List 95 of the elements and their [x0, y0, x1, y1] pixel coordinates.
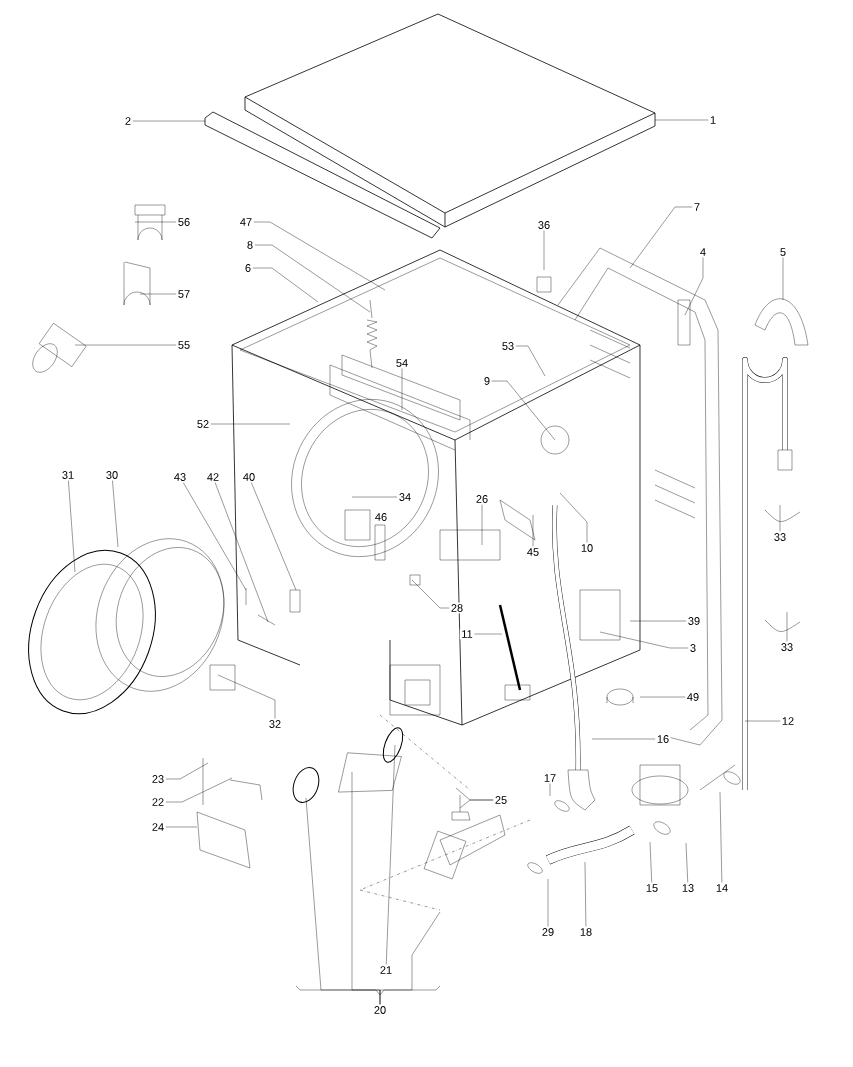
leader-line	[139, 293, 177, 295]
leader-line	[532, 514, 534, 547]
callout-number: 39	[686, 615, 702, 627]
callout-number: 23	[150, 773, 166, 785]
leader-line	[649, 841, 652, 883]
callout-number: 3	[688, 642, 698, 654]
leader-line	[547, 878, 549, 927]
callout-number: 55	[176, 339, 192, 351]
callout-number: 20	[372, 1004, 388, 1016]
leader-line	[744, 720, 781, 722]
leader-line	[165, 826, 198, 828]
leader-line	[629, 620, 687, 622]
callout-number: 36	[536, 219, 552, 231]
callout-number: 33	[772, 531, 788, 543]
leader-line	[134, 221, 177, 223]
leader-line	[254, 244, 371, 313]
leader-line	[411, 579, 450, 609]
callout-number: 5	[778, 246, 788, 258]
callout-number: 10	[579, 542, 595, 554]
leader-line	[559, 492, 588, 543]
callout-number: 30	[104, 469, 120, 481]
callout-number: 52	[195, 418, 211, 430]
leader-line	[74, 344, 177, 346]
leader-line	[786, 611, 788, 642]
leader-line	[165, 762, 209, 780]
leader-line	[543, 230, 545, 271]
leader-line	[251, 482, 297, 591]
leader-line	[217, 674, 276, 719]
callout-number: 47	[238, 216, 254, 228]
callout-number: 13	[680, 882, 696, 894]
callout-number: 32	[267, 718, 283, 730]
leader-line	[214, 482, 269, 623]
callout-number: 43	[172, 471, 188, 483]
leader-line	[685, 842, 688, 883]
leader-line	[481, 504, 483, 546]
callout-number: 16	[655, 733, 671, 745]
callout-number: 6	[243, 262, 253, 274]
callout-number: 8	[245, 239, 255, 251]
leader-line	[549, 783, 551, 797]
callout-number: 28	[449, 602, 465, 614]
callout-number: 54	[394, 357, 410, 369]
callout-number: 15	[644, 882, 660, 894]
leader-line	[779, 504, 781, 532]
callout-number: 21	[378, 964, 394, 976]
callout-number: 24	[150, 821, 166, 833]
leader-line	[719, 791, 723, 883]
callout-number: 12	[780, 715, 796, 727]
callout-number: 18	[578, 926, 594, 938]
leader-line	[253, 221, 386, 291]
callout-number: 42	[205, 471, 221, 483]
leader-line	[379, 911, 441, 1005]
callout-number: 53	[500, 340, 516, 352]
leader-line	[165, 777, 233, 803]
callout-number: 9	[482, 375, 492, 387]
callout-number: 7	[692, 201, 702, 213]
callout-number: 31	[60, 469, 76, 481]
callout-number: 22	[150, 796, 166, 808]
leader-line	[491, 380, 556, 441]
callout-number: 25	[493, 794, 509, 806]
leader-line	[591, 738, 656, 740]
leader-line	[654, 119, 709, 121]
leader-line	[599, 631, 689, 649]
callout-number: 29	[540, 926, 556, 938]
leader-line	[183, 482, 247, 591]
leader-line	[401, 368, 403, 411]
leader-line	[386, 744, 396, 965]
callout-number: 17	[542, 772, 558, 784]
callout-number: 26	[474, 493, 490, 505]
leader-line	[252, 267, 319, 303]
callout-number: 45	[525, 546, 541, 558]
callout-number: 34	[397, 491, 413, 503]
callout-number: 56	[176, 216, 192, 228]
leader-line	[684, 257, 704, 316]
leader-line	[112, 480, 119, 548]
callout-number: 2	[123, 115, 133, 127]
callout-number: 14	[714, 882, 730, 894]
callout-number: 11	[459, 628, 475, 640]
leader-line	[351, 496, 398, 498]
callout-number: 57	[176, 288, 192, 300]
leader-line	[459, 799, 494, 809]
leader-line	[639, 696, 686, 698]
callout-number: 40	[241, 471, 257, 483]
leader-line	[515, 345, 546, 377]
callout-number: 4	[698, 246, 708, 258]
leader-line	[629, 206, 693, 269]
leader-line	[474, 633, 503, 635]
callout-number: 49	[685, 691, 701, 703]
leader-line	[68, 480, 76, 573]
leader-line	[584, 861, 587, 927]
callout-number: 1	[708, 114, 718, 126]
leader-line	[132, 120, 206, 122]
callout-number: 46	[373, 511, 389, 523]
callout-number: 33	[779, 641, 795, 653]
leader-line	[210, 423, 291, 425]
leader-line	[782, 257, 784, 301]
